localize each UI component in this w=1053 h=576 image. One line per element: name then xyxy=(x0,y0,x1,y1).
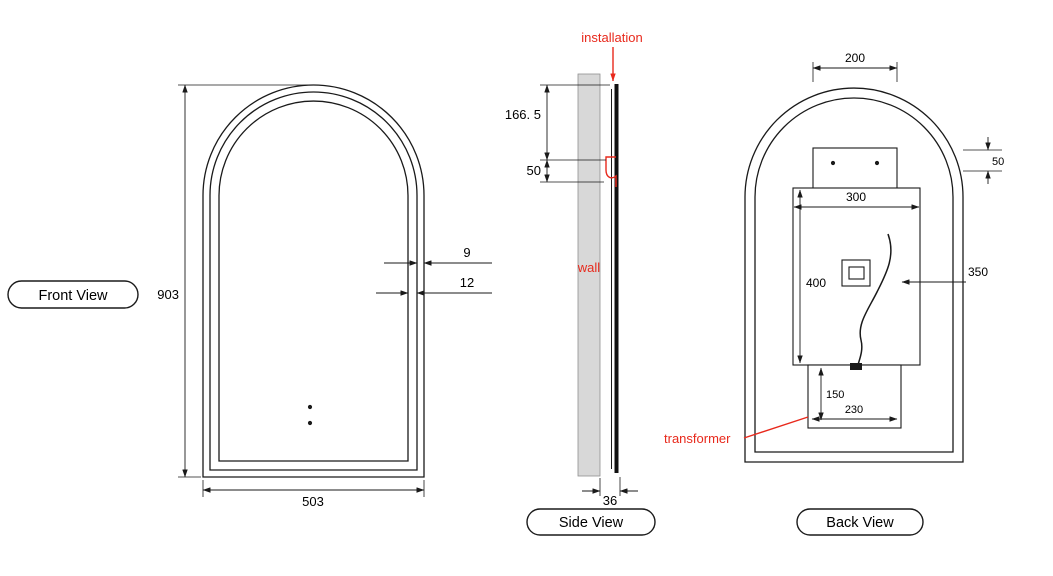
back-outline-outer xyxy=(744,87,964,463)
front-view-label: Front View xyxy=(7,280,139,309)
frame-inner-dimension: 12 xyxy=(376,275,492,296)
transformer-leader-line xyxy=(743,416,809,439)
front-view-pill xyxy=(7,280,139,309)
panel-height-dimension: 400 xyxy=(797,189,826,364)
touch-sensor-dot xyxy=(307,420,313,426)
back-view-label: Back View xyxy=(796,508,924,536)
panel-height-label: 400 xyxy=(806,276,826,290)
installation-bracket xyxy=(605,156,617,187)
touch-sensor-dot xyxy=(307,404,313,410)
front-height-dimension: 903 xyxy=(157,84,310,478)
cable-length-label: 350 xyxy=(968,265,988,279)
cable-dimension: 350 xyxy=(901,265,988,285)
bracket-hole xyxy=(874,160,880,166)
front-width-label: 503 xyxy=(302,494,324,509)
bracket-height-label: 50 xyxy=(527,163,541,178)
wall-label: wall xyxy=(577,260,601,275)
top-offset-dimension: 166. 5 xyxy=(505,84,610,161)
side-view-label-text: Side View xyxy=(559,515,624,531)
installation-annotation: installation xyxy=(581,30,643,82)
back-mirror-outline xyxy=(744,87,964,463)
front-width-dimension: 503 xyxy=(202,480,425,509)
bracket-width-dimension: 200 xyxy=(812,51,898,82)
panel-width-dimension: 300 xyxy=(793,190,920,210)
side-view: installation wall 166. 5 50 36 Side View xyxy=(505,30,656,536)
transformer-width-label: 230 xyxy=(845,404,863,416)
back-view-label-text: Back View xyxy=(826,515,894,531)
front-outline-middle xyxy=(209,91,418,471)
back-view: 200 50 300 400 350 150 230 xyxy=(664,51,1004,536)
panel-width-label: 300 xyxy=(846,190,866,204)
side-view-pill xyxy=(526,508,656,536)
transformer-height-dimension: 150 xyxy=(818,367,844,421)
transformer-label: transformer xyxy=(664,431,731,446)
bracket-width-label: 200 xyxy=(845,51,865,65)
front-outline-outer xyxy=(202,84,425,478)
back-view-pill xyxy=(796,508,924,536)
frame-outer-label: 9 xyxy=(463,245,470,260)
transformer-height-label: 150 xyxy=(826,389,844,401)
installation-label: installation xyxy=(581,30,642,45)
front-outline-inner xyxy=(218,100,409,462)
transformer-width-dimension: 230 xyxy=(811,404,898,422)
wall-section xyxy=(577,73,601,477)
front-view-label-text: Front View xyxy=(38,288,108,304)
front-mirror-outline xyxy=(202,84,425,478)
junction-box-inner xyxy=(848,266,865,280)
thickness-dimension: 36 xyxy=(582,477,638,508)
bracket-hole xyxy=(830,160,836,166)
cable-connector xyxy=(850,363,862,370)
frame-outer-dimension: 9 xyxy=(384,245,492,266)
mounting-bracket xyxy=(812,147,898,193)
power-cable xyxy=(856,233,892,370)
bracket-offset-label: 50 xyxy=(992,156,1004,168)
front-view: 903 503 9 12 Front View xyxy=(7,84,492,509)
bracket-height-dimension: 50 xyxy=(527,159,604,183)
side-view-label: Side View xyxy=(526,508,656,536)
back-outline-inner xyxy=(754,97,954,453)
bracket-offset-dimension: 50 xyxy=(963,137,1004,184)
front-height-label: 903 xyxy=(157,287,179,302)
frame-inner-label: 12 xyxy=(460,275,474,290)
top-offset-label: 166. 5 xyxy=(505,107,541,122)
transformer-annotation: transformer xyxy=(664,416,809,446)
thickness-label: 36 xyxy=(603,493,617,508)
